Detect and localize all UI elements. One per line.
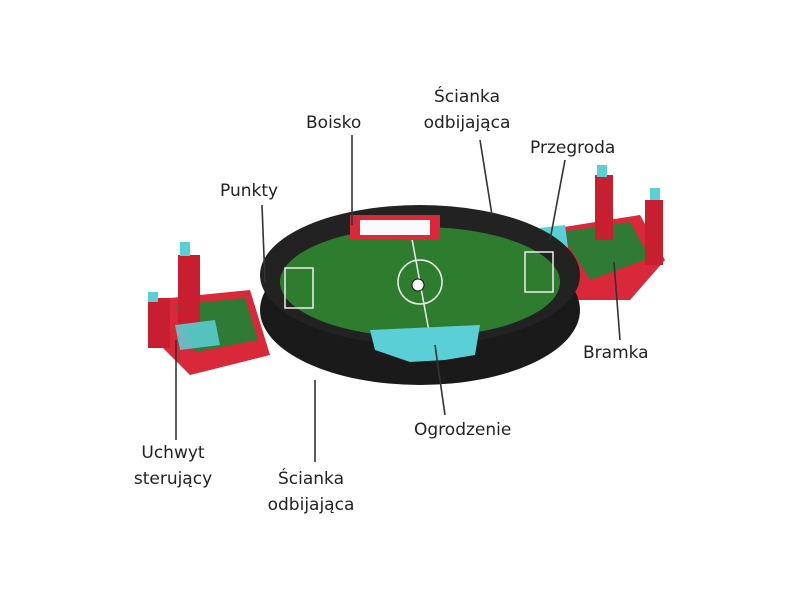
label-bramka: Bramka <box>583 343 649 363</box>
label-scianka-top: Ścianka odbijająca <box>412 84 522 136</box>
label-line: Ścianka <box>433 87 501 107</box>
label-line: sterujący <box>133 469 213 489</box>
label-boisko: Boisko <box>306 113 362 133</box>
ball <box>411 278 425 292</box>
label-line: odbijająca <box>267 495 355 515</box>
fence <box>370 325 480 362</box>
label-przegroda: Przegroda <box>530 138 616 158</box>
label-line: odbijająca <box>423 113 511 133</box>
label-ogrodzenie: Ogrodzenie <box>414 420 512 440</box>
left-goal-unit <box>148 242 270 375</box>
label-punkty: Punkty <box>220 181 279 201</box>
label-uchwyt: Uchwyt sterujący <box>118 440 228 492</box>
label-scianka-bottom: Ścianka odbijająca <box>256 466 366 518</box>
leader-lines <box>175 135 621 462</box>
label-line: Ścianka <box>277 469 345 489</box>
label-line: Uchwyt <box>141 443 205 463</box>
